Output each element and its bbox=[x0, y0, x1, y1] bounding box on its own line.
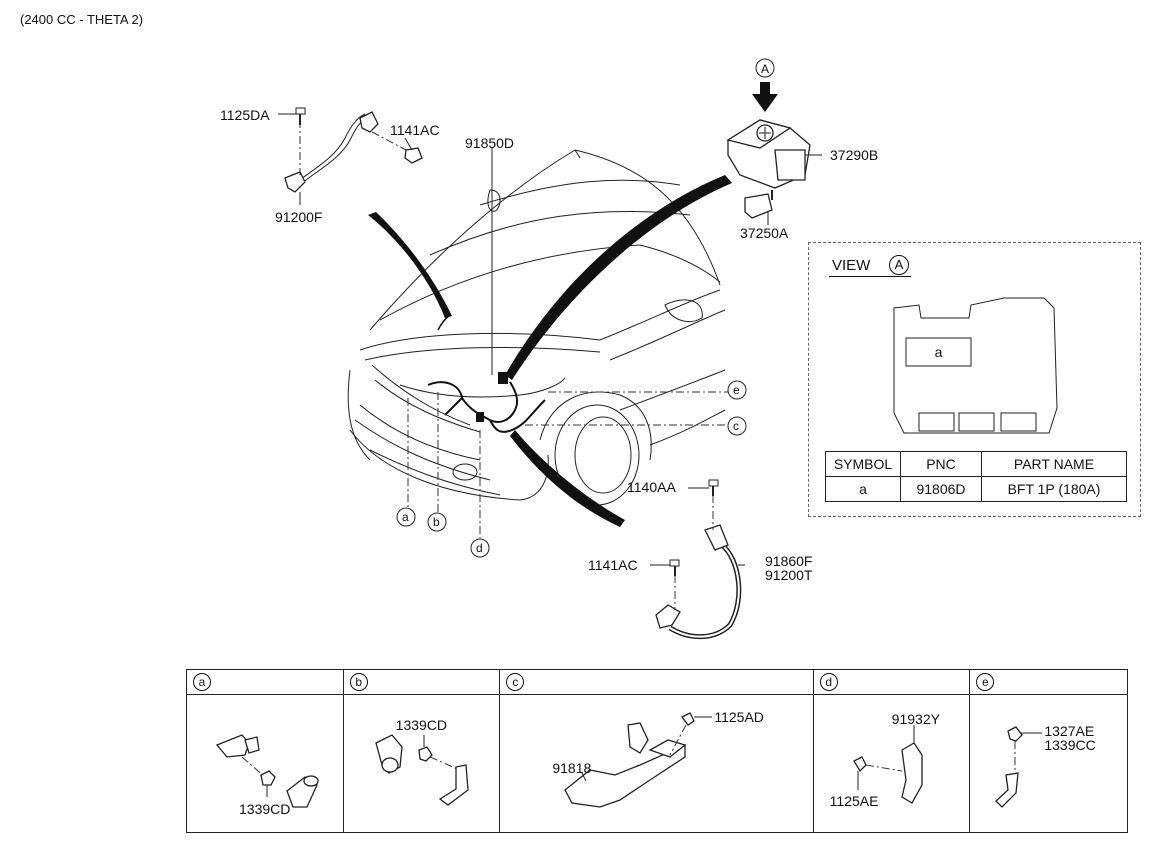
fuse-block-outline bbox=[893, 297, 1058, 434]
label-91860F: 91860F bbox=[765, 553, 812, 569]
detail-d-label-91932Y: 91932Y bbox=[891, 711, 940, 727]
wiring-harness bbox=[427, 314, 546, 433]
detail-e-label-1327AE: 1327AE bbox=[1044, 723, 1095, 739]
detail-c-label-91818: 91818 bbox=[552, 760, 592, 776]
detail-cell-c: c 1125AD 91818 bbox=[500, 670, 814, 832]
detail-symbol-c: c bbox=[506, 673, 525, 691]
label-1140AA: 1140AA bbox=[627, 479, 676, 495]
part-37290B-battery-cover bbox=[726, 58, 822, 189]
detail-e-drawing bbox=[995, 726, 1043, 808]
label-37250A: 37250A bbox=[740, 225, 789, 241]
detail-symbol-e: e bbox=[976, 673, 995, 691]
detail-c-label-1125AD: 1125AD bbox=[714, 709, 764, 725]
detail-symbol-d: d bbox=[819, 673, 838, 691]
bolt-1141AC-mid-icon bbox=[650, 559, 680, 576]
col-part-name: PART NAME bbox=[981, 451, 1127, 477]
detail-a-label-1339CD: 1339CD bbox=[239, 801, 291, 817]
fuse-symbol-a: a bbox=[934, 344, 943, 360]
label-91850D: 91850D bbox=[465, 135, 514, 151]
label-1125DA: 1125DA bbox=[220, 107, 270, 123]
marker-b: b bbox=[433, 515, 440, 529]
marker-d: d bbox=[476, 541, 483, 555]
cell-symbol: a bbox=[825, 476, 901, 502]
part-91860F-battery-cable bbox=[655, 495, 745, 640]
table-row: a 91806D BFT 1P (180A) bbox=[825, 476, 1127, 502]
marker-c: c bbox=[733, 419, 739, 433]
detail-e-label-1339CC: 1339CC bbox=[1044, 737, 1096, 753]
label-37290B: 37290B bbox=[830, 147, 878, 163]
detail-d-label-1125AE: 1125AE bbox=[829, 793, 879, 809]
detail-c-drawing bbox=[564, 712, 713, 808]
part-37250A-terminal bbox=[744, 190, 773, 225]
engine-variant-heading: (2400 CC - THETA 2) bbox=[20, 12, 144, 27]
part-91200F bbox=[284, 111, 411, 205]
cell-pnc: 91806D bbox=[900, 476, 982, 502]
bolt-1140AA-icon bbox=[688, 479, 719, 496]
view-a-panel: VIEW A a SYMBOL PNC PART NAME a 91806D B… bbox=[808, 242, 1141, 517]
detail-b-label-1339CD: 1339CD bbox=[395, 717, 448, 733]
location-circles bbox=[396, 380, 747, 558]
bolt-1141AC-icon bbox=[404, 137, 423, 164]
detail-b-drawing bbox=[374, 734, 469, 806]
detail-symbol-a: a bbox=[193, 673, 211, 691]
detail-table: a 1339CD b 1339 bbox=[186, 669, 1128, 833]
cell-part-name: BFT 1P (180A) bbox=[981, 476, 1127, 502]
location-leaders bbox=[407, 391, 728, 538]
detail-d-drawing bbox=[852, 725, 923, 804]
bolt-1125DA-icon bbox=[278, 107, 306, 125]
vehicle-outline bbox=[347, 149, 726, 506]
view-a-table: SYMBOL PNC PART NAME a 91806D BFT 1P (18… bbox=[825, 451, 1127, 502]
detail-cell-d: d 91932Y 1125AE bbox=[813, 670, 971, 832]
label-1141AC-mid: 1141AC bbox=[588, 557, 638, 573]
col-symbol: SYMBOL bbox=[825, 451, 901, 477]
view-a-ref: A bbox=[889, 255, 909, 275]
marker-a: a bbox=[402, 510, 409, 524]
view-a-title: VIEW bbox=[832, 257, 871, 274]
view-ref-marker: A bbox=[761, 62, 769, 76]
leader-sweeps bbox=[368, 175, 732, 527]
marker-e: e bbox=[733, 383, 740, 397]
detail-cell-a: a 1339CD bbox=[187, 670, 344, 832]
detail-a-drawing bbox=[215, 734, 319, 808]
view-a-underline bbox=[829, 276, 911, 277]
label-91200T: 91200T bbox=[765, 567, 813, 583]
detail-cell-e: e 1327AE 1339CC bbox=[970, 670, 1128, 832]
col-pnc: PNC bbox=[900, 451, 982, 477]
detail-cell-b: b 1339CD bbox=[343, 670, 501, 832]
label-91200F: 91200F bbox=[275, 209, 322, 225]
label-1141AC-top: 1141AC bbox=[390, 122, 440, 138]
detail-symbol-b: b bbox=[349, 673, 368, 691]
